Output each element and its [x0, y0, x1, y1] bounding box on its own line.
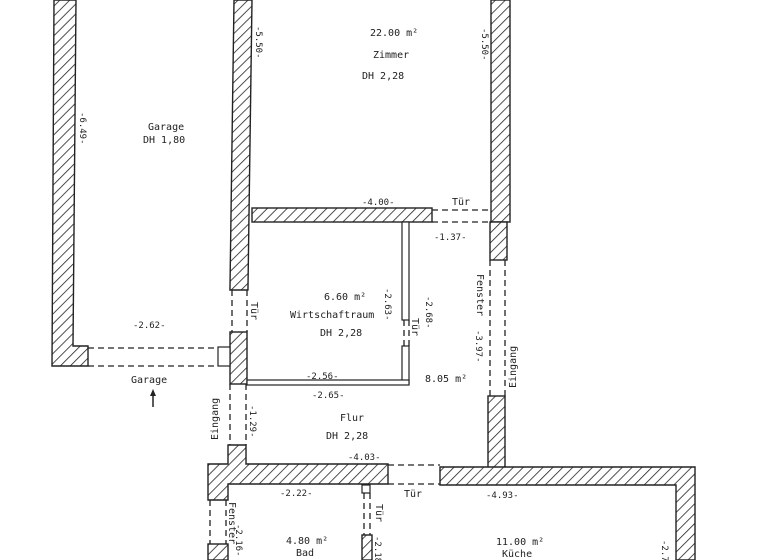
dim-zimmer-left: -5.50- — [253, 26, 263, 59]
flur-right-wall-lower — [487, 395, 506, 469]
wirtschaft-height: DH 2,28 — [320, 328, 362, 339]
flur-right-wall-upper — [489, 221, 508, 261]
garage-door-post — [217, 346, 231, 367]
dim-wirtschaft-bottom-outer: -2.65- — [312, 391, 345, 401]
garage-left-wall — [51, 0, 89, 367]
bad-door-post — [361, 484, 371, 494]
dim-wirtschaft-right: -2.63- — [382, 288, 392, 321]
dim-bad-left: -2.16- — [233, 524, 243, 557]
dim-garage-height: -6.49- — [77, 112, 87, 145]
wirtschaft-name: Wirtschaftraum — [290, 310, 374, 321]
dim-door-zimmer: -1.37- — [434, 233, 467, 243]
dim-flur-bottom: -4.03- — [348, 453, 381, 463]
zimmer-area: 22.00 m² — [370, 28, 418, 39]
dim-zimmer-bottom: -4.00- — [362, 198, 395, 208]
tuer-wirtschaft-left-label: Tür — [248, 302, 259, 320]
kueche-area: 11.00 m² — [496, 537, 544, 548]
dim-wirtschaft-right-outer: -2.68- — [423, 296, 433, 329]
dim-bad-top: -2.22- — [280, 489, 313, 499]
bad-area: 4.80 m² — [286, 536, 328, 547]
tuer-bad-label: Tür — [373, 504, 384, 522]
tuer-zimmer-label: Tür — [452, 197, 470, 208]
flur-area: 8.05 m² — [425, 374, 467, 385]
fenster-flur-label: Fenster — [474, 274, 485, 316]
garage-door-label: Garage — [131, 375, 167, 386]
dim-wirtschaft-bottom-inner: -2.56- — [306, 372, 339, 382]
dim-flur-left: -1.29- — [247, 405, 257, 438]
arrow-up-icon — [150, 389, 156, 407]
dim-garage-width: -2.62- — [133, 321, 166, 331]
bad-name: Bad — [296, 548, 314, 559]
eingang-right-label: Eingang — [508, 346, 519, 388]
wirtschaft-right-wall — [401, 221, 410, 321]
eingang-left-label: Eingang — [210, 398, 221, 440]
dim-kueche-top: -4.93- — [486, 491, 519, 501]
dim-zimmer-right: -5.50- — [479, 28, 489, 61]
tuer-kueche-label: Tür — [404, 489, 422, 500]
wirtschaft-left-block — [229, 331, 248, 385]
wirtschaft-area: 6.60 m² — [324, 292, 366, 303]
dim-bad-right: -2.18- — [372, 536, 382, 560]
garage-name: Garage — [148, 122, 184, 133]
zimmer-name: Zimmer — [373, 50, 409, 61]
flur-bottom-wall-left — [207, 444, 389, 501]
bad-kueche-wall — [361, 534, 373, 560]
garage-height: DH 1,80 — [143, 135, 185, 146]
fenster-bad-label: Fenster — [226, 502, 237, 544]
wirtschaft-bottom-wall — [246, 379, 410, 386]
zimmer-bottom-wall — [251, 207, 433, 223]
garage-zimmer-wall — [229, 0, 253, 291]
wirtschaft-right-wall-lower — [401, 345, 410, 385]
flur-height: DH 2,28 — [326, 431, 368, 442]
zimmer-height: DH 2,28 — [362, 71, 404, 82]
bad-left-wall-lower — [207, 543, 229, 560]
zimmer-right-wall — [490, 0, 511, 223]
dim-flur-right: -3.97- — [473, 330, 483, 363]
flur-name: Flur — [340, 413, 364, 424]
dim-kueche-right: -2.7- — [659, 540, 669, 560]
kueche-top-wall — [439, 466, 696, 560]
kueche-name: Küche — [502, 549, 532, 560]
tuer-wirtschaft-right-label: Tür — [409, 318, 420, 336]
